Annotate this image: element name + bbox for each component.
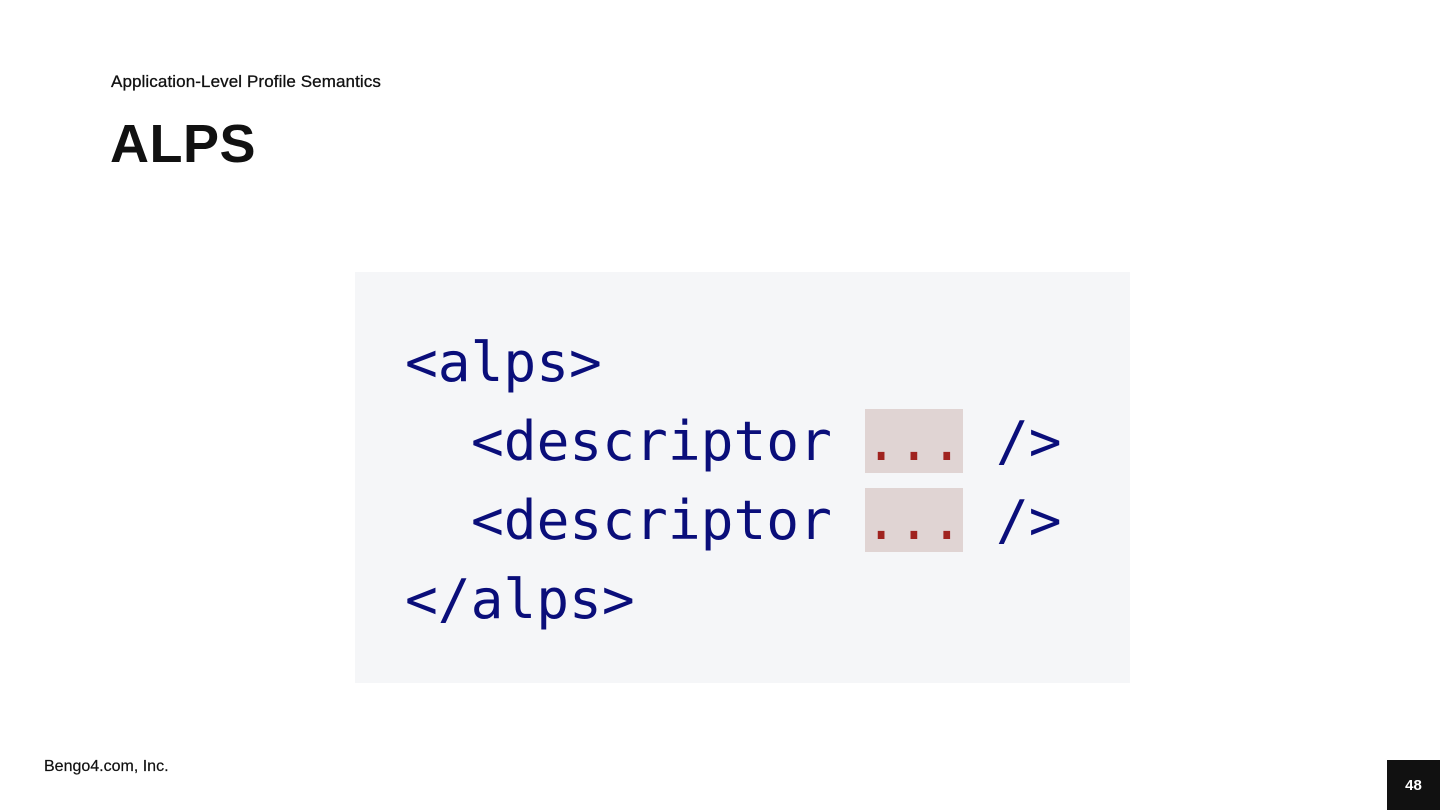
code-token-ellipsis: ... <box>864 488 964 552</box>
footer-company: Bengo4.com, Inc. <box>44 758 169 775</box>
code-token-self-close: /> <box>963 409 1062 473</box>
code-line-descriptor: <descriptor ... /> <box>471 409 1062 473</box>
code-block <box>355 272 1130 683</box>
code-line-descriptor: <descriptor ... /> <box>471 488 1062 552</box>
code-line-alps-close: </alps> <box>405 567 635 631</box>
code-line-alps-open: <alps> <box>405 330 602 394</box>
code-token-descriptor-open: <descriptor <box>471 409 865 473</box>
page-number-badge: 48 <box>1387 760 1440 810</box>
code-token-self-close: /> <box>963 488 1062 552</box>
slide-subtitle: Application-Level Profile Semantics <box>111 72 381 91</box>
code-token-ellipsis: ... <box>864 409 964 473</box>
slide-title: ALPS <box>110 114 257 174</box>
code-token-descriptor-open: <descriptor <box>471 488 865 552</box>
